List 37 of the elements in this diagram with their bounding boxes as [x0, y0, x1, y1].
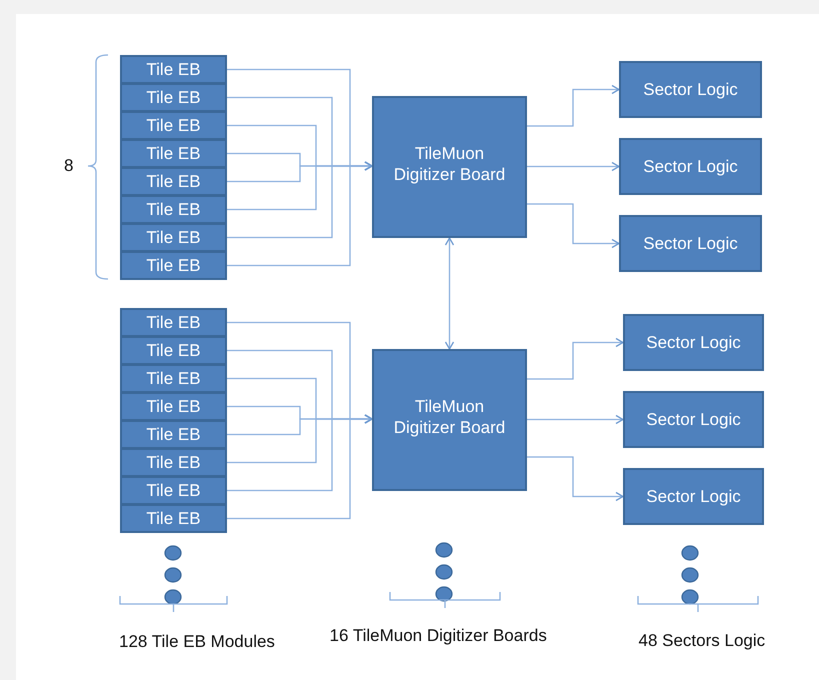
module-box: Tile EB: [120, 420, 227, 449]
logic-box: Sector Logic: [623, 314, 764, 371]
arrow: [527, 203, 620, 248]
board-box: TileMuon Digitizer Board: [372, 96, 527, 238]
arrow: [444, 237, 454, 350]
board-box: TileMuon Digitizer Board: [372, 349, 527, 491]
module-box: Tile EB: [120, 251, 227, 280]
module-box: Tile EB: [120, 364, 227, 393]
module-box: Tile EB: [120, 448, 227, 477]
module-box: Tile EB: [120, 392, 227, 421]
logic-box: Sector Logic: [623, 468, 764, 525]
module-box: Tile EB: [120, 167, 227, 196]
logic-box: Sector Logic: [619, 215, 762, 272]
module-box: Tile EB: [120, 83, 227, 112]
arrow: [527, 338, 624, 380]
arrow: [527, 162, 620, 172]
logic-box: Sector Logic: [619, 138, 762, 195]
logic-box: Sector Logic: [623, 391, 764, 448]
arrow: [527, 84, 620, 127]
arrow: [227, 161, 373, 266]
logic-box: Sector Logic: [619, 61, 762, 118]
module-box: Tile EB: [120, 476, 227, 505]
count-label: 8: [64, 156, 74, 176]
module-box: Tile EB: [120, 139, 227, 168]
caption-label: 48 Sectors Logic: [638, 631, 766, 651]
module-box: Tile EB: [120, 55, 227, 84]
module-box: Tile EB: [120, 111, 227, 140]
caption-label: 128 Tile EB Modules: [119, 632, 275, 652]
module-box: Tile EB: [120, 223, 227, 252]
arrow: [527, 414, 624, 424]
arrow: [227, 414, 373, 520]
caption-label: 16 TileMuon Digitizer Boards: [330, 626, 547, 646]
module-box: Tile EB: [120, 195, 227, 224]
module-box: Tile EB: [120, 336, 227, 365]
module-box: Tile EB: [120, 308, 227, 337]
module-box: Tile EB: [120, 504, 227, 533]
arrow: [527, 456, 624, 502]
